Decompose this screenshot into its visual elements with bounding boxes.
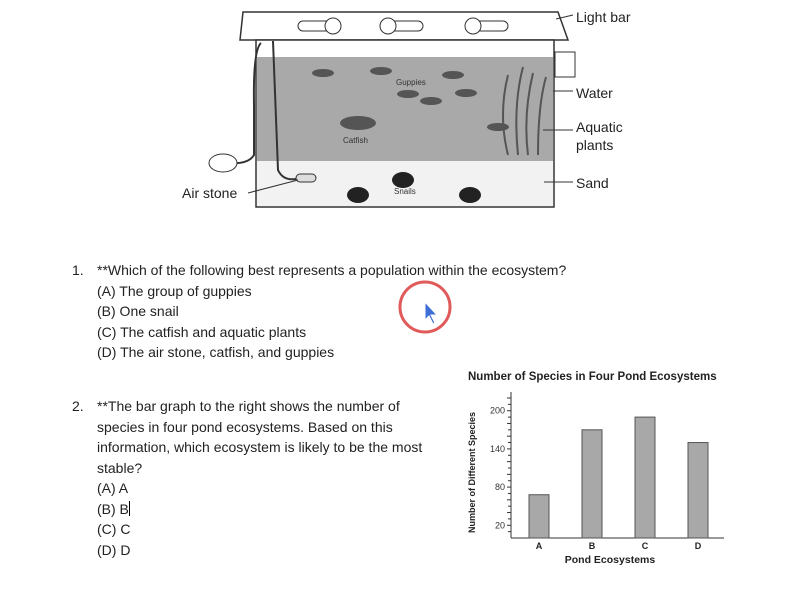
label-aquatic: Aquatic: [576, 119, 623, 135]
label-water: Water: [576, 85, 613, 101]
chart-title: Number of Species in Four Pond Ecosystem…: [468, 371, 717, 383]
label-light-bar: Light bar: [576, 9, 631, 25]
label-air-stone: Air stone: [182, 185, 238, 201]
x-tick-label: C: [642, 541, 649, 551]
svg-text:Catfish: Catfish: [343, 136, 368, 145]
label-sand: Sand: [576, 175, 609, 191]
bar-C: [634, 416, 656, 539]
pointer-icon: [424, 300, 439, 325]
aquarium-diagram: Guppies Catfish Snails: [208, 11, 576, 208]
y-tick-label: 140: [490, 444, 505, 454]
option-a[interactable]: (A) The group of guppies: [97, 282, 252, 299]
svg-text:Guppies: Guppies: [396, 78, 426, 87]
option-c[interactable]: (C) C: [97, 521, 131, 537]
x-axis-label: Pond Ecosystems: [565, 554, 656, 566]
x-tick-label: A: [536, 541, 543, 551]
question-text: **Which of the following best represents…: [97, 262, 567, 278]
outlet: [554, 51, 576, 78]
label-plants: plants: [576, 137, 614, 153]
x-tick-label: D: [695, 541, 702, 551]
option-b[interactable]: (B) One snail: [97, 303, 179, 319]
option-d[interactable]: (D) D: [97, 541, 131, 558]
question-text: **The bar graph to the right shows the n…: [97, 398, 423, 476]
y-tick-label: 80: [495, 482, 505, 492]
mouse-cursor: [398, 280, 452, 334]
water: [257, 57, 553, 161]
y-tick-label: 200: [490, 406, 505, 416]
svg-text:Snails: Snails: [394, 187, 416, 196]
text-cursor: [128, 500, 130, 516]
option-b[interactable]: (B) B: [97, 500, 130, 517]
bar-chart: Number of Species in Four Pond Ecosystem…: [467, 371, 724, 566]
bar-D: [687, 442, 709, 539]
option-a[interactable]: (A) A: [97, 480, 129, 496]
y-axis-label: Number of Different Species: [467, 412, 477, 533]
bar-A: [528, 494, 550, 539]
option-c[interactable]: (C) The catfish and aquatic plants: [97, 323, 307, 340]
option-d[interactable]: (D) The air stone, catfish, and guppies: [97, 344, 335, 360]
x-tick-label: B: [589, 541, 596, 551]
bar-B: [581, 429, 603, 539]
y-tick-label: 20: [495, 520, 505, 530]
